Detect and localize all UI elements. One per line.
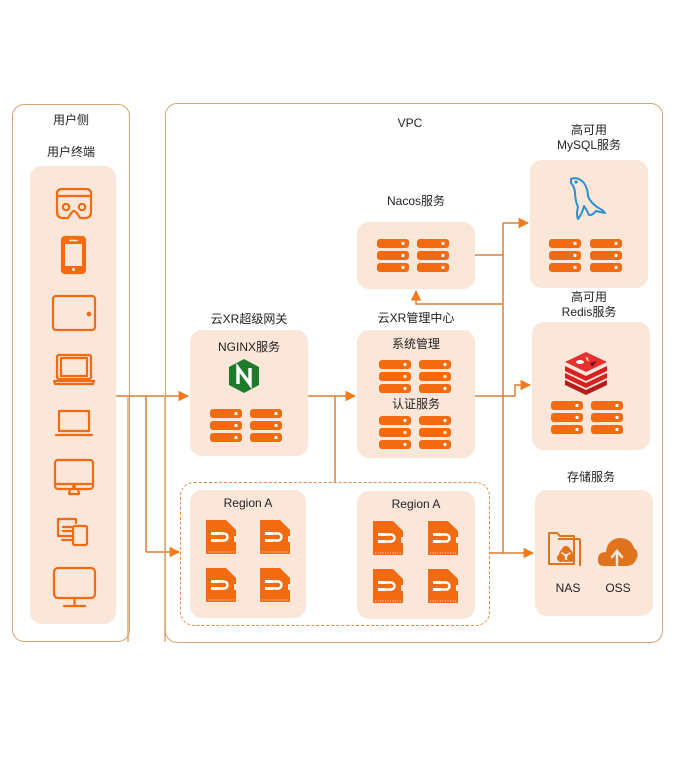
region-label-1: Region A: [223, 496, 273, 510]
nas-label: NAS: [555, 581, 581, 595]
tablet-icon: [51, 294, 97, 332]
management-title: 云XR管理中心: [377, 311, 455, 325]
desktop-icon: [53, 458, 95, 496]
vr-headset-icon: [55, 187, 93, 220]
redis-title-line2: Redis服务: [561, 305, 617, 319]
user-side-title: 用户侧: [52, 113, 89, 127]
system-server-icon-1: [379, 360, 411, 393]
system-server-icon-2: [419, 360, 451, 393]
management-panel[interactable]: [357, 330, 475, 458]
redis-server-icon-2: [591, 401, 623, 434]
connector-to-redis: [503, 379, 532, 397]
notebook-icon: [54, 409, 94, 437]
nacos-panel[interactable]: [357, 222, 475, 289]
nacos-title: Nacos服务: [386, 194, 445, 208]
mysql-title: 高可用 MySQL服务: [530, 123, 648, 153]
region1-chip-icon-1: [204, 518, 238, 556]
gateway-server-icon-2: [250, 409, 282, 442]
auth-server-icon-2: [419, 416, 451, 449]
storage-title: 存储服务: [566, 470, 615, 484]
auth-server-icon-1: [379, 416, 411, 449]
region-group: [180, 482, 490, 626]
gateway-panel[interactable]: [190, 330, 308, 456]
gateway-title: 云XR超级网关: [210, 312, 288, 326]
oss-label: OSS: [605, 581, 631, 595]
redis-title: 高可用 Redis服务: [530, 290, 648, 320]
smartphone-icon: [60, 235, 87, 275]
nas-folder-icon: [548, 532, 581, 566]
connector-to-nacos-up: [410, 289, 503, 305]
system-management-label: 系统管理: [391, 337, 440, 351]
mysql-server-icon-2: [590, 239, 622, 272]
mysql-title-line1: 高可用: [570, 123, 607, 137]
region2-chip-icon-2: [426, 519, 460, 557]
region1-chip-icon-4: [258, 566, 292, 604]
vpc-title: VPC: [397, 116, 423, 130]
nacos-server-icon-1: [377, 239, 409, 272]
mysql-dolphin-icon: [570, 177, 606, 220]
connectors: [116, 217, 535, 642]
gateway-server-icon-1: [210, 409, 242, 442]
redis-title-line1: 高可用: [570, 290, 607, 304]
multi-device-icon: [56, 517, 89, 547]
oss-cloud-icon: [597, 538, 638, 568]
redis-server-icon-1: [551, 401, 583, 434]
nginx-service-label: NGINX服务: [217, 340, 280, 354]
user-terminal-title: 用户终端: [46, 145, 95, 159]
mysql-server-icon-1: [549, 239, 581, 272]
laptop-icon: [52, 353, 96, 386]
region1-chip-icon-3: [204, 566, 238, 604]
region-label-2: Region A: [391, 497, 441, 511]
nacos-server-icon-2: [417, 239, 449, 272]
auth-service-label: 认证服务: [391, 397, 440, 411]
mysql-title-line2: MySQL服务: [556, 138, 621, 152]
region2-chip-icon-1: [371, 519, 405, 557]
redis-logo-icon: [565, 352, 607, 395]
region1-chip-icon-2: [258, 518, 292, 556]
monitor-icon: [52, 566, 97, 608]
region2-chip-icon-4: [426, 567, 460, 605]
nginx-logo-icon: [229, 359, 259, 393]
region2-chip-icon-3: [371, 567, 405, 605]
